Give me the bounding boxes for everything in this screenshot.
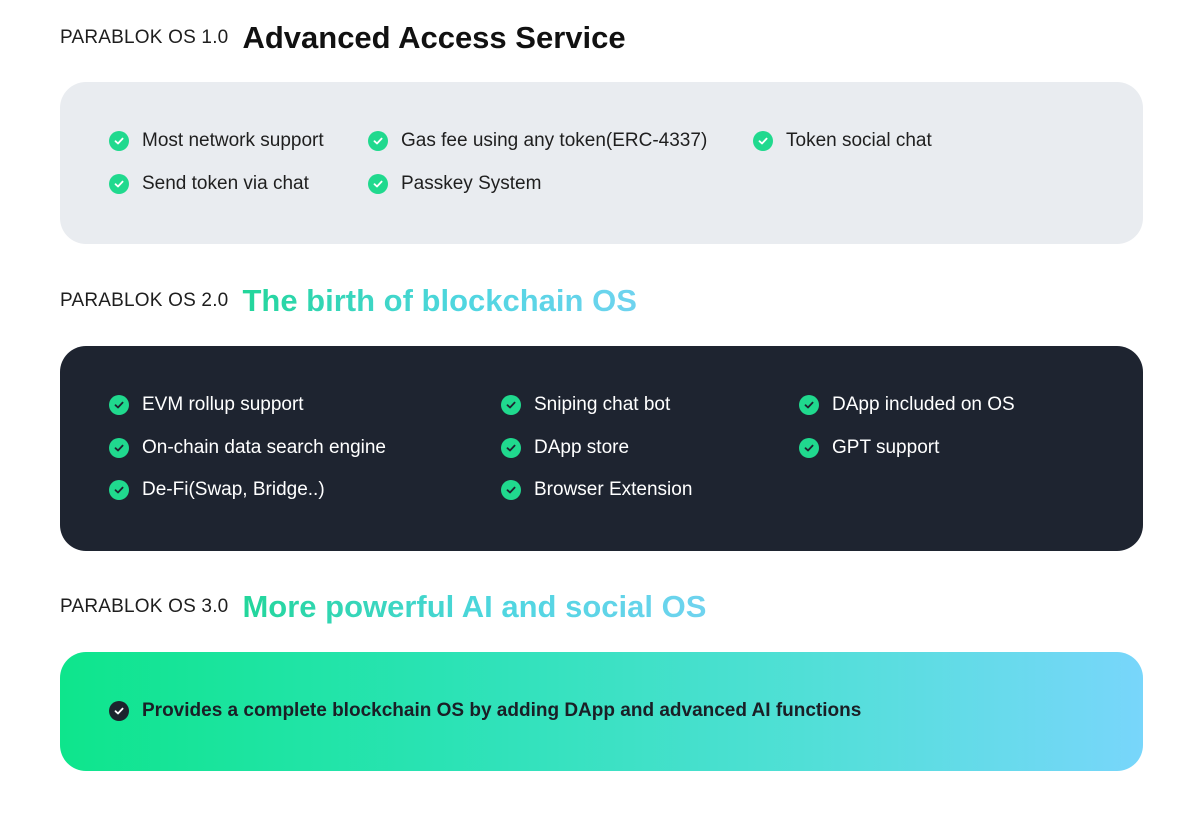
check-circle-icon — [109, 480, 129, 500]
feature-label: Token social chat — [786, 130, 932, 151]
feature-item: Send token via chat — [109, 173, 309, 195]
feature-label: On-chain data search engine — [142, 437, 386, 458]
feature-item: Browser Extension — [501, 479, 692, 501]
check-circle-icon — [109, 395, 129, 415]
feature-label: Browser Extension — [534, 479, 693, 500]
section-title: More powerful AI and social OS — [242, 589, 707, 624]
feature-item: Token social chat — [753, 130, 932, 152]
section-header-os-2: PARABLOK OS 2.0 The birth of blockchain … — [60, 283, 637, 319]
version-label: PARABLOK OS 3.0 — [60, 596, 229, 617]
feature-card-os-1: Most network support Gas fee using any t… — [60, 82, 1143, 244]
feature-item: DApp store — [501, 437, 629, 459]
check-circle-icon — [109, 438, 129, 458]
feature-label: Most network support — [142, 130, 324, 151]
feature-card-os-3: Provides a complete blockchain OS by add… — [60, 652, 1143, 771]
feature-label: Gas fee using any token(ERC-4337) — [401, 130, 708, 151]
feature-item: DApp included on OS — [799, 394, 1015, 416]
feature-card-os-2: EVM rollup support Sniping chat bot DApp… — [60, 346, 1143, 551]
feature-item: EVM rollup support — [109, 394, 304, 416]
check-circle-icon — [799, 395, 819, 415]
feature-label: DApp included on OS — [832, 394, 1015, 415]
check-circle-icon — [368, 174, 388, 194]
check-circle-icon — [109, 174, 129, 194]
feature-label: GPT support — [832, 437, 940, 458]
feature-item: GPT support — [799, 437, 939, 459]
section-header-os-3: PARABLOK OS 3.0 More powerful AI and soc… — [60, 589, 706, 625]
section-title: Advanced Access Service — [242, 20, 626, 55]
feature-item: De-Fi(Swap, Bridge..) — [109, 479, 325, 501]
feature-item: Most network support — [109, 130, 324, 152]
check-circle-icon — [501, 438, 521, 458]
check-circle-icon — [109, 131, 129, 151]
feature-item: Sniping chat bot — [501, 394, 670, 416]
check-circle-icon — [753, 131, 773, 151]
feature-label: DApp store — [534, 437, 630, 458]
feature-label: EVM rollup support — [142, 394, 304, 415]
feature-item: Provides a complete blockchain OS by add… — [109, 700, 861, 722]
check-circle-icon — [109, 701, 129, 721]
check-circle-icon — [501, 480, 521, 500]
feature-item: On-chain data search engine — [109, 437, 386, 459]
check-circle-icon — [799, 438, 819, 458]
version-label: PARABLOK OS 2.0 — [60, 290, 229, 311]
feature-item: Gas fee using any token(ERC-4337) — [368, 130, 707, 152]
section-title: The birth of blockchain OS — [242, 283, 637, 318]
feature-label: Sniping chat bot — [534, 394, 671, 415]
feature-item: Passkey System — [368, 173, 541, 195]
feature-label: Provides a complete blockchain OS by add… — [142, 700, 862, 721]
feature-label: De-Fi(Swap, Bridge..) — [142, 479, 325, 500]
section-header-os-1: PARABLOK OS 1.0 Advanced Access Service — [60, 20, 626, 56]
feature-label: Passkey System — [401, 173, 542, 194]
version-label: PARABLOK OS 1.0 — [60, 27, 229, 48]
check-circle-icon — [368, 131, 388, 151]
check-circle-icon — [501, 395, 521, 415]
feature-label: Send token via chat — [142, 173, 309, 194]
